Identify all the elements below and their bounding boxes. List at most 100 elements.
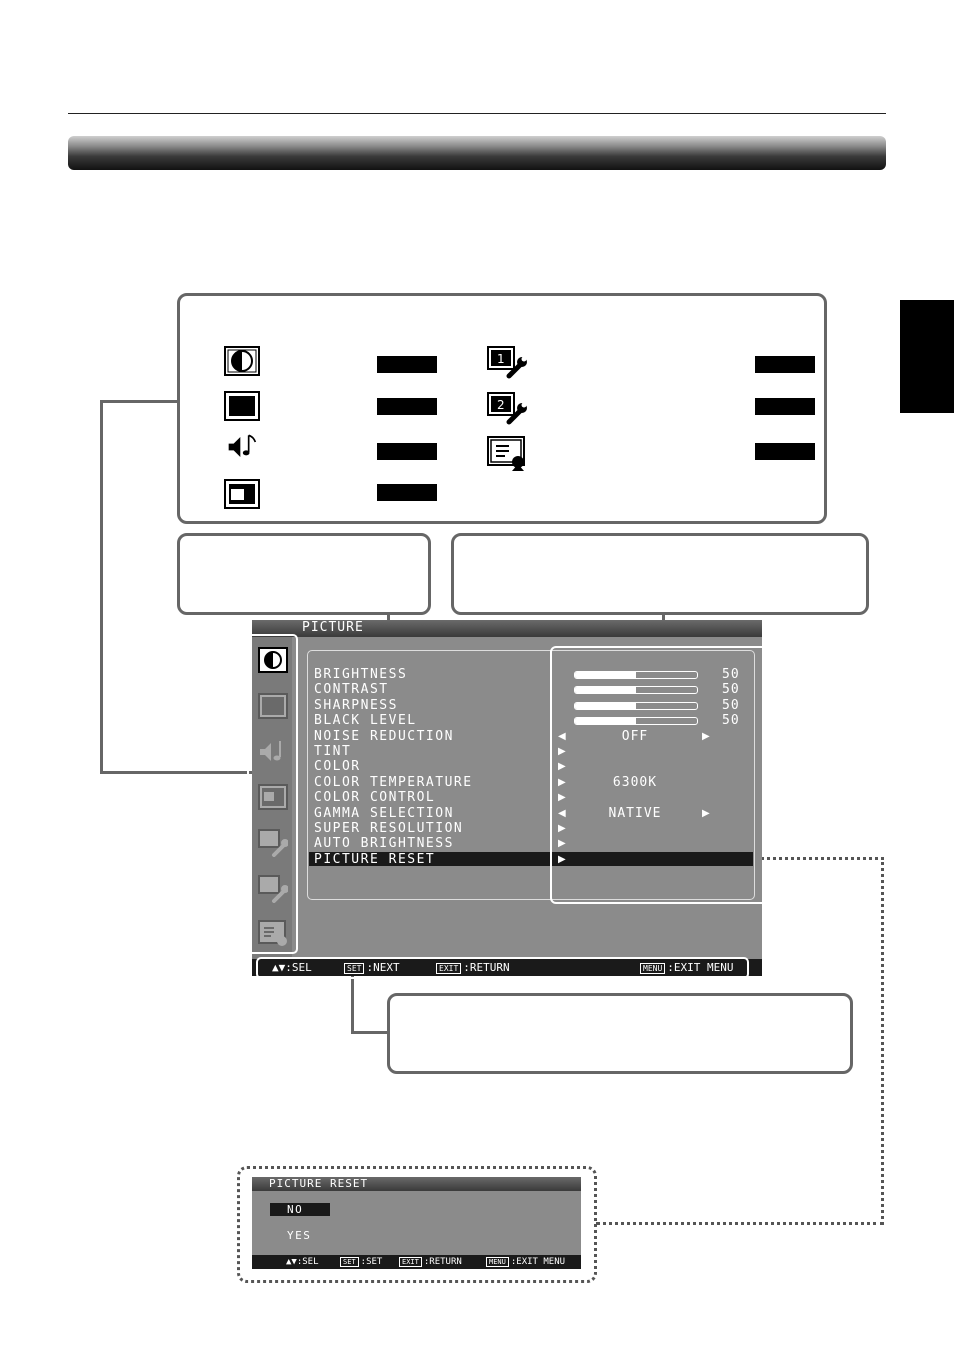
connector-line bbox=[351, 1031, 389, 1034]
slider-fill bbox=[575, 687, 636, 694]
menu-item-label[interactable]: COLOR bbox=[314, 759, 361, 775]
advanced-option-icon[interactable] bbox=[258, 920, 288, 948]
menu-item-label[interactable]: TINT bbox=[314, 744, 352, 759]
reset-footer: ▲▼:SEL SET:SET EXIT:RETURN MENU:EXIT MEN… bbox=[252, 1255, 581, 1269]
menu-item-label[interactable]: SHARPNESS bbox=[314, 697, 398, 713]
right-arrow-icon[interactable]: ▶ bbox=[702, 807, 710, 819]
pip-icon bbox=[224, 479, 260, 509]
right-arrow-icon[interactable]: ▶ bbox=[558, 838, 566, 850]
right-arrow-icon[interactable]: ▶ bbox=[558, 761, 566, 773]
menu-item-label[interactable]: BLACK LEVEL bbox=[314, 713, 417, 729]
menu-item-label[interactable]: SUPER RESOLUTION bbox=[314, 821, 464, 836]
pip-icon[interactable] bbox=[258, 783, 288, 812]
right-arrow-icon[interactable]: ▶ bbox=[558, 853, 566, 865]
right-arrow-icon[interactable]: ▶ bbox=[702, 730, 710, 742]
option-value: NATIVE bbox=[608, 805, 662, 821]
screen-icon[interactable] bbox=[258, 692, 288, 721]
value-slider[interactable] bbox=[574, 701, 698, 710]
screen-icon bbox=[224, 391, 260, 421]
left-arrow-icon[interactable]: ◀ bbox=[558, 730, 566, 742]
setup1-icon: 1 bbox=[487, 346, 527, 379]
reset-footer-exit-menu: MENU:EXIT MENU bbox=[486, 1255, 565, 1269]
setup2-icon: 2 bbox=[487, 392, 527, 425]
osd-footer: ▲▼:SEL SET:NEXT EXIT:RETURN MENU:EXIT ME… bbox=[252, 959, 762, 976]
menu-item-label[interactable]: PICTURE RESET bbox=[314, 851, 436, 867]
dotted-connector bbox=[881, 857, 884, 1225]
picture-icon[interactable] bbox=[258, 647, 288, 675]
menu-item-label[interactable]: CONTRAST bbox=[314, 682, 389, 698]
option-value: 6300K bbox=[612, 774, 658, 790]
reset-footer-return: EXIT:RETURN bbox=[399, 1255, 462, 1269]
legend-bar bbox=[377, 398, 437, 415]
value-column-frame bbox=[550, 646, 773, 904]
value-slider[interactable] bbox=[574, 717, 698, 726]
setup1-icon[interactable] bbox=[258, 829, 289, 857]
menu-item-label[interactable]: GAMMA SELECTION bbox=[314, 805, 454, 821]
set-key: SET bbox=[340, 1256, 359, 1267]
menu-item-label[interactable]: NOISE REDUCTION bbox=[314, 728, 454, 744]
reset-options: NO YES bbox=[252, 1177, 581, 1255]
reset-header: PICTURE RESET bbox=[252, 1177, 581, 1191]
sidebar-highlight-frame bbox=[247, 634, 298, 954]
footer-highlight-frame bbox=[256, 957, 749, 979]
setup2-icon[interactable] bbox=[258, 874, 289, 903]
connector-line bbox=[100, 400, 180, 403]
reset-dotted-frame bbox=[237, 1166, 597, 1283]
menu-item-label[interactable]: COLOR TEMPERATURE bbox=[314, 774, 473, 790]
audio-icon[interactable] bbox=[258, 738, 288, 766]
slider-value: 50 bbox=[722, 682, 740, 698]
dotted-connector bbox=[755, 857, 884, 860]
picture-reset-menu: PICTURE RESET NO YES ▲▼:SEL SET:SET EXIT:… bbox=[252, 1177, 581, 1269]
up-down-arrows-icon: ▲▼ bbox=[286, 1257, 297, 1267]
icon-legend-box: 1 2 bbox=[177, 293, 827, 524]
osd-title: PICTURE bbox=[302, 620, 364, 635]
set-key: SET bbox=[344, 962, 365, 974]
footer-next: SET:NEXT bbox=[344, 959, 400, 976]
reset-footer-sel: ▲▼:SEL bbox=[286, 1257, 319, 1267]
right-arrow-icon[interactable]: ▶ bbox=[558, 823, 566, 834]
slider-value: 50 bbox=[722, 697, 740, 713]
legend-bar bbox=[755, 443, 815, 460]
reset-option-highlight bbox=[270, 1203, 330, 1216]
menu-name-callout bbox=[177, 533, 431, 615]
osd-sidebar-icons bbox=[252, 637, 292, 959]
up-down-arrows-icon: ▲▼ bbox=[272, 961, 286, 974]
connector-line bbox=[351, 976, 354, 1034]
selected-row-highlight bbox=[309, 851, 753, 866]
top-rule bbox=[68, 113, 886, 114]
slider-fill bbox=[575, 672, 636, 678]
dotted-connector bbox=[596, 1222, 884, 1225]
section-banner bbox=[68, 136, 886, 170]
reset-footer-set: SET:SET bbox=[340, 1255, 382, 1269]
right-arrow-icon[interactable]: ▶ bbox=[558, 792, 566, 804]
legend-bar bbox=[377, 484, 437, 501]
slider-value: 50 bbox=[722, 667, 740, 682]
value-slider[interactable] bbox=[574, 671, 698, 679]
legend-bar bbox=[377, 356, 437, 373]
audio-icon bbox=[228, 434, 257, 457]
slider-value: 50 bbox=[722, 713, 740, 729]
osd-header: PICTURE bbox=[252, 620, 762, 637]
legend-bar bbox=[755, 356, 815, 373]
menu-item-label[interactable]: AUTO BRIGHTNESS bbox=[314, 836, 454, 852]
footer-sel: ▲▼:SEL bbox=[272, 961, 312, 974]
picture-icon bbox=[224, 346, 260, 376]
legend-bar bbox=[377, 443, 437, 460]
menu-item-label[interactable]: BRIGHTNESS bbox=[314, 667, 408, 682]
setup1-number: 1 bbox=[497, 352, 505, 366]
slider-fill bbox=[575, 702, 636, 709]
side-tab-marker bbox=[900, 300, 954, 413]
osd-item-panel bbox=[307, 650, 755, 900]
slider-fill bbox=[575, 718, 636, 725]
right-arrow-icon[interactable]: ▶ bbox=[558, 776, 566, 788]
footer-return: EXIT:RETURN bbox=[436, 959, 510, 976]
reset-option[interactable]: NO bbox=[287, 1203, 304, 1216]
left-arrow-icon[interactable]: ◀ bbox=[558, 807, 566, 819]
value-slider[interactable] bbox=[574, 686, 698, 695]
menu-item-label[interactable]: COLOR CONTROL bbox=[314, 790, 436, 806]
guide-callout bbox=[387, 993, 853, 1074]
reset-option[interactable]: YES bbox=[287, 1229, 312, 1242]
right-arrow-icon[interactable]: ▶ bbox=[558, 746, 566, 757]
menu-key: MENU bbox=[486, 1256, 509, 1267]
